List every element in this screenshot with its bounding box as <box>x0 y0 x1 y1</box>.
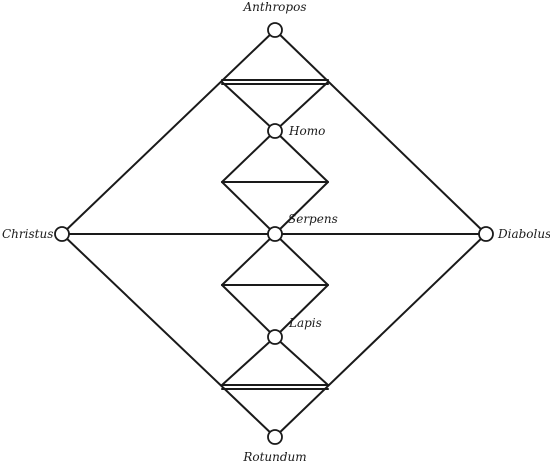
edge-anthropos-diabolus <box>274 29 487 235</box>
label-diabolus: Diabolus <box>497 227 550 241</box>
label-homo: Homo <box>288 124 325 138</box>
label-christus: Christus <box>2 227 53 241</box>
node-christus <box>54 226 70 242</box>
node-anthropos <box>267 22 283 38</box>
bottom-cross-left <box>221 336 276 386</box>
label-rotundum: Rotundum <box>242 450 306 464</box>
lower-diamond-bl <box>221 284 276 338</box>
node-lapis <box>267 329 283 345</box>
outer-diamond <box>61 29 487 438</box>
node-homo <box>267 123 283 139</box>
upper-inner-diamond <box>221 130 329 235</box>
top-cross-right <box>274 81 329 132</box>
upper-diamond-bl <box>221 181 276 235</box>
lower-diamond-br <box>274 284 329 338</box>
upper-diamond-tl <box>221 130 276 183</box>
edge-christus-rotundum <box>61 233 276 438</box>
node-serpens <box>267 226 283 242</box>
lower-diamond-tl <box>221 233 276 286</box>
label-serpens: Serpens <box>288 212 338 226</box>
label-lapis: Lapis <box>288 316 322 330</box>
edge-anthropos-christus <box>61 29 276 235</box>
lower-diamond-tr <box>274 233 329 286</box>
upper-diamond-br <box>274 181 329 235</box>
bottom-cross-right <box>274 336 329 386</box>
lower-inner-diamond <box>221 233 329 338</box>
edge-diabolus-rotundum <box>274 233 487 438</box>
upper-diamond-tr <box>274 130 329 183</box>
top-cross-left <box>221 81 276 132</box>
label-anthropos: Anthropos <box>243 0 307 14</box>
node-rotundum <box>267 429 283 445</box>
top-hourglass <box>221 79 329 132</box>
bottom-hourglass <box>221 336 329 390</box>
node-diabolus <box>478 226 494 242</box>
